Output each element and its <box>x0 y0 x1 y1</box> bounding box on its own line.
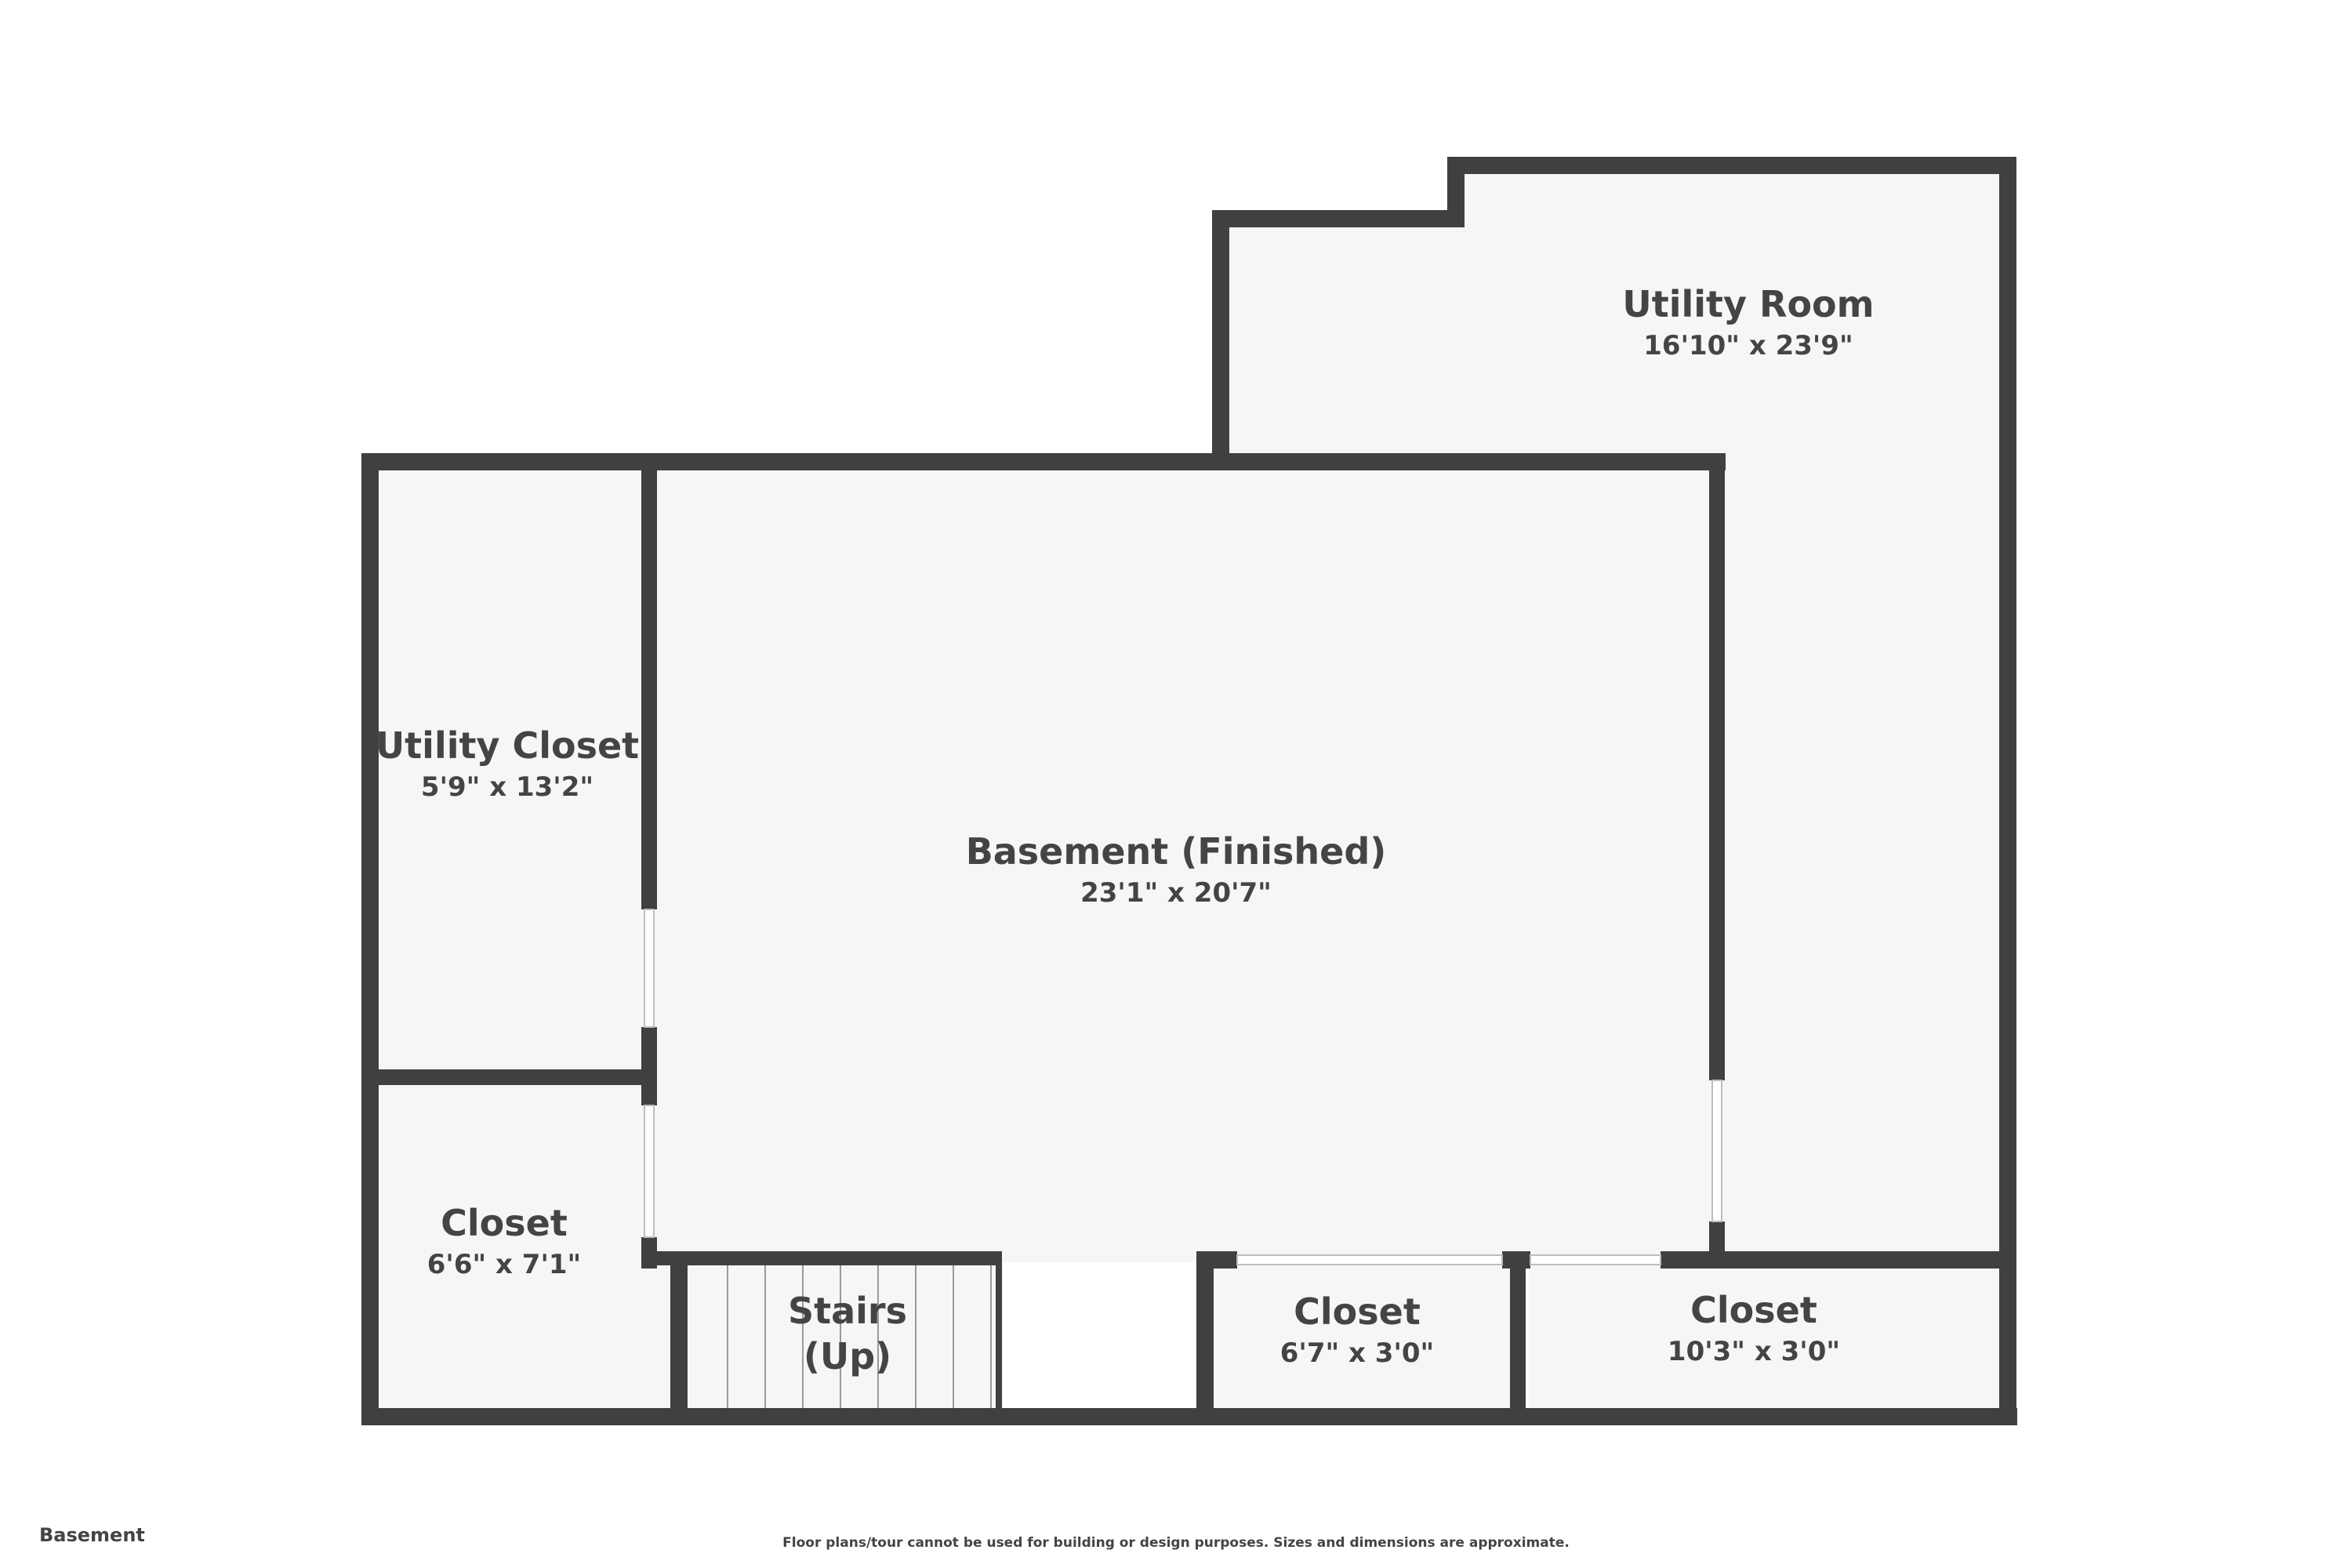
utility-room-name: Utility Room <box>1622 283 1874 325</box>
closet-mid-dims: 6'7" x 3'0" <box>1280 1338 1434 1369</box>
closet-mid-floor <box>1207 1262 1521 1411</box>
wall-right <box>1999 157 2016 1425</box>
wall-basement-right-upper <box>1709 453 1725 1080</box>
wall-top-right <box>1447 157 2016 174</box>
door-closet-right <box>1530 1254 1661 1265</box>
utility-closet-dims: 5'9" x 13'2" <box>421 771 593 803</box>
wall-stairs-left <box>670 1253 688 1425</box>
stairs-floor <box>688 1262 1004 1411</box>
stair-treads <box>727 1265 992 1408</box>
door-utility-closet <box>644 909 655 1028</box>
door-openings <box>644 909 1722 1265</box>
closet-left-floor <box>372 1078 670 1411</box>
utility-room-floor <box>1223 169 2007 1262</box>
door-closet-mid <box>1236 1254 1503 1265</box>
wall-step-vertical <box>1447 157 1465 227</box>
wall-closet-right-top <box>1661 1251 2016 1269</box>
utility-room-dims: 16'10" x 23'9" <box>1643 330 1853 361</box>
room-labels: Utility Room 16'10" x 23'9" Utility Clos… <box>376 283 1875 1377</box>
wall-closet-divider <box>1510 1251 1526 1425</box>
door-utility-room <box>1711 1080 1722 1222</box>
basement-floor <box>651 463 1722 1262</box>
floor-label: Basement <box>39 1524 145 1546</box>
wall-utility-closet-right-upper <box>641 463 657 909</box>
disclaimer: Floor plans/tour cannot be used for buil… <box>782 1535 1570 1551</box>
wall-utility-closet-right-mid <box>641 1027 657 1105</box>
utility-closet-name: Utility Closet <box>376 724 639 767</box>
wall-bottom <box>361 1408 2017 1425</box>
stairs-name-line2: (Up) <box>804 1335 891 1377</box>
wall-utility-closet-bottom <box>372 1069 657 1085</box>
wall-top-left <box>361 453 1726 470</box>
wall-utility-left <box>1212 210 1229 469</box>
wall-step-horizontal <box>1212 210 1465 227</box>
wall-stairs-top <box>641 1251 1002 1265</box>
closet-right-dims: 10'3" x 3'0" <box>1668 1336 1840 1367</box>
closet-right-name: Closet <box>1690 1289 1817 1331</box>
basement-dims: 23'1" x 20'7" <box>1080 877 1272 909</box>
closet-left-dims: 6'6" x 7'1" <box>427 1249 581 1280</box>
wall-left <box>361 453 379 1422</box>
stairs-name-line1: Stairs <box>788 1290 907 1332</box>
door-closet-left <box>644 1105 655 1238</box>
basement-name: Basement (Finished) <box>966 830 1387 873</box>
wall-closet-mid-left <box>1196 1251 1214 1425</box>
wall-stairs-right <box>996 1251 1002 1419</box>
closet-right-floor <box>1529 1262 2007 1411</box>
utility-closet-floor <box>372 463 651 1078</box>
walls <box>361 157 2017 1425</box>
closet-mid-name: Closet <box>1294 1290 1421 1333</box>
closet-left-name: Closet <box>441 1202 568 1244</box>
floor-fills <box>372 169 2007 1411</box>
